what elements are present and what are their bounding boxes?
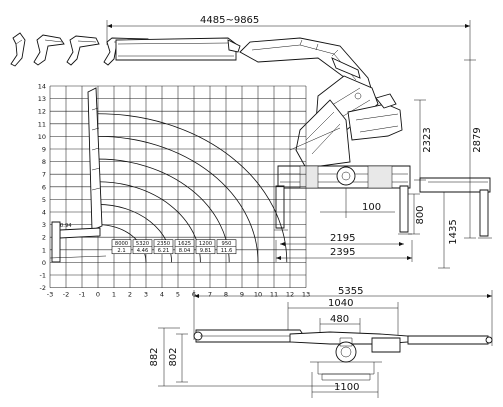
x-tick-label: 11: [270, 291, 278, 299]
x-tick-label: 2: [128, 291, 132, 299]
range-arc: [97, 224, 147, 263]
stow-silhouette-2: [33, 34, 65, 66]
x-tick-label: 5: [176, 291, 180, 299]
load-radius: 8.04: [179, 248, 191, 254]
load-weight: 8000: [115, 241, 128, 247]
load-radius: 9.81: [200, 248, 212, 254]
height-802-label: 802: [168, 347, 179, 366]
x-tick-label: 8: [224, 291, 228, 299]
boom-in-chart: [49, 87, 107, 263]
width-2395-label: 2395: [330, 247, 355, 258]
y-tick-label: 13: [38, 95, 46, 103]
y-tick-label: -1: [40, 272, 46, 280]
x-tick-label: 12: [286, 291, 294, 299]
y-tick-label: 8: [42, 158, 46, 166]
y-tick-label: 9: [42, 146, 46, 154]
height-882-label: 882: [149, 347, 160, 366]
y-tick-label: 3: [42, 221, 46, 229]
length-1040-label: 1040: [328, 298, 353, 309]
load-weight: 5320: [136, 241, 149, 247]
x-tick-label: -3: [47, 291, 53, 299]
x-tick-label: 1: [112, 291, 116, 299]
load-weight: 1625: [178, 241, 191, 247]
y-tick-label: 10: [38, 133, 46, 141]
load-radius: 6.21: [158, 248, 170, 254]
load-radius: 4.46: [137, 248, 149, 254]
y-tick-label: 6: [42, 183, 46, 191]
x-tick-label: 3: [144, 291, 148, 299]
y-tick-label: 11: [38, 120, 46, 128]
y-tick-label: 12: [38, 108, 46, 116]
y-tick-label: 2: [42, 234, 46, 242]
width-1100-label: 1100: [334, 382, 359, 393]
width-2195-label: 2195: [330, 233, 355, 244]
height-mid-label: 2323: [422, 127, 433, 152]
load-weight: 2350: [157, 241, 170, 247]
y-tick-label: -2: [40, 284, 46, 292]
stowed-boom: [115, 37, 241, 61]
first-load-label: 0.94: [60, 223, 72, 229]
range-arc: [97, 136, 259, 263]
height-base-label: 1435: [448, 219, 459, 244]
crane-column: [289, 75, 403, 169]
load-radius: 2.1: [117, 248, 125, 254]
width-dimensions: 100 2195 2395: [275, 188, 413, 262]
range-arcs: [97, 113, 288, 263]
load-weight: 950: [222, 241, 232, 247]
offset-100-label: 100: [362, 202, 381, 213]
y-tick-label: 5: [42, 196, 46, 204]
reach-range-label: 4485~9865: [200, 15, 259, 26]
plan-view: 5355 1040 480 882 802 1100: [149, 286, 493, 398]
x-tick-label: -1: [79, 291, 85, 299]
length-total-label: 5355: [338, 286, 363, 297]
height-outrigger-label: 800: [415, 205, 426, 224]
reach-dimension: 4485~9865: [106, 15, 471, 60]
load-radius: 11.6: [221, 248, 233, 254]
load-weight: 1200: [199, 241, 212, 247]
x-tick-label: 7: [208, 291, 212, 299]
x-tick-label: 13: [302, 291, 310, 299]
y-tick-label: 1: [42, 246, 46, 254]
x-tick-label: 0: [96, 291, 100, 299]
x-tick-label: 4: [160, 291, 164, 299]
x-tick-label: -2: [63, 291, 69, 299]
x-tick-label: 9: [240, 291, 244, 299]
range-arc: [97, 113, 288, 263]
y-tick-label: 4: [42, 209, 46, 217]
length-480-label: 480: [330, 314, 349, 325]
x-tick-label: 10: [254, 291, 262, 299]
height-dimensions: 2879 2323 1435 800: [408, 59, 483, 269]
height-total-label: 2879: [472, 127, 483, 152]
y-tick-label: 7: [42, 171, 46, 179]
stow-silhouette-3: [66, 35, 100, 66]
y-tick-label: 0: [42, 259, 46, 267]
crane-base: [274, 165, 492, 239]
stow-silhouette-1: [10, 32, 26, 67]
y-tick-label: 14: [38, 83, 46, 91]
